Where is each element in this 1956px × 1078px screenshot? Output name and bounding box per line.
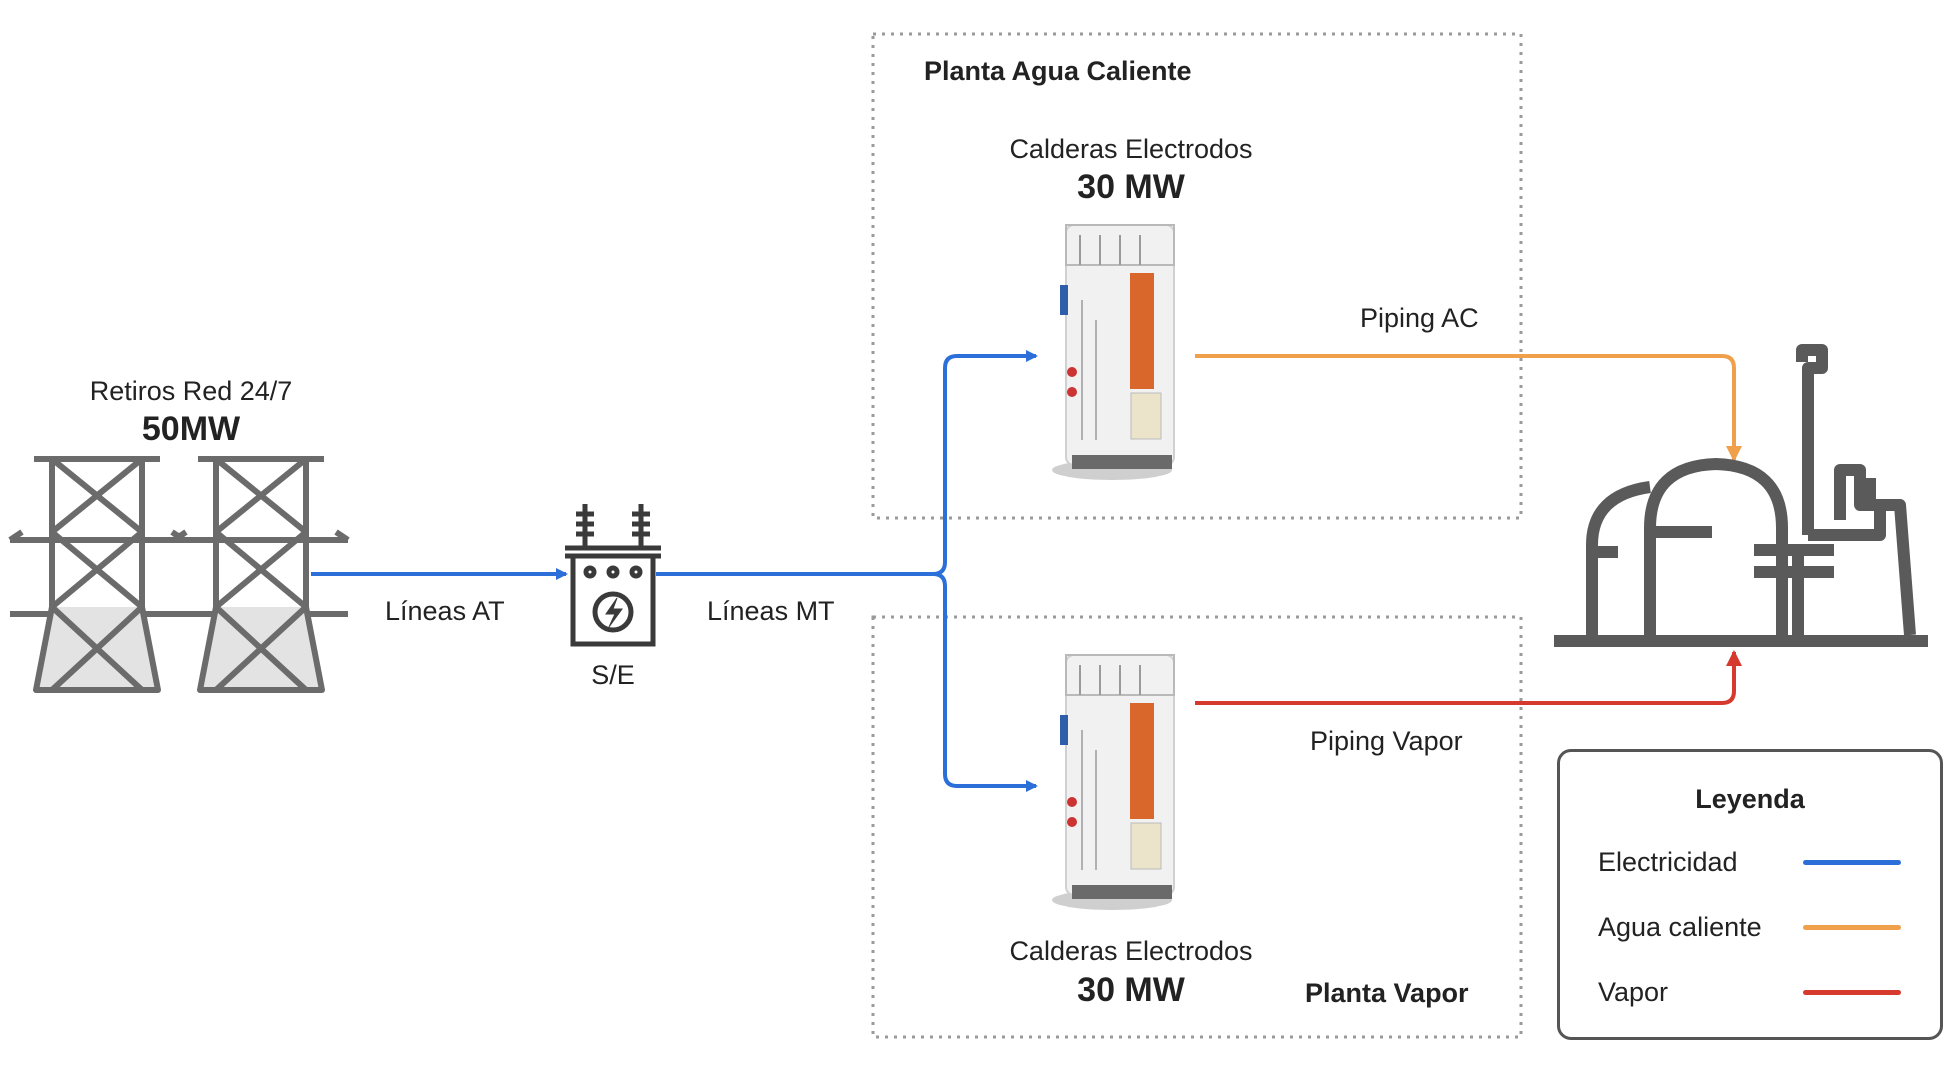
hot-water-plant-title: Planta Agua Caliente xyxy=(924,56,1192,86)
grid-power: 50MW xyxy=(141,410,241,448)
legend-swatch-hot-water xyxy=(1803,925,1901,930)
legend-title: Leyenda xyxy=(1695,784,1805,814)
electrode-boiler-icon xyxy=(1052,654,1175,910)
legend-item-hot-water: Agua caliente xyxy=(1598,912,1762,942)
mt-line-label: Líneas MT xyxy=(707,596,835,626)
hot-water-boiler-power: 30 MW xyxy=(1077,168,1185,206)
mt-line-lower xyxy=(932,572,1038,792)
hot-water-plant-box xyxy=(871,32,1523,520)
at-line-label: Líneas AT xyxy=(385,596,505,626)
legend: Leyenda Electricidad Agua caliente Vapor xyxy=(1557,749,1943,1040)
steam-plant-box xyxy=(871,615,1523,1039)
steam-boiler-power: 30 MW xyxy=(1077,971,1185,1009)
transmission-tower-icon xyxy=(8,456,350,693)
piping-vapor-line xyxy=(1195,650,1742,705)
legend-swatch-steam xyxy=(1803,990,1901,995)
piping-ac-line xyxy=(1195,354,1742,462)
industrial-plant-icon xyxy=(1554,344,1928,647)
grid-title: Retiros Red 24/7 xyxy=(89,376,293,406)
mt-line-upper xyxy=(932,350,1038,576)
legend-item-electricity: Electricidad xyxy=(1598,847,1738,877)
electrode-boiler-icon xyxy=(1052,224,1175,480)
steam-boiler-title: Calderas Electrodos xyxy=(1009,936,1253,966)
hot-water-boiler-title: Calderas Electrodos xyxy=(1009,134,1253,164)
substation-label: S/E xyxy=(591,660,635,690)
transformer-icon xyxy=(565,504,661,647)
legend-item-steam: Vapor xyxy=(1598,977,1669,1007)
piping-vapor-label: Piping Vapor xyxy=(1310,726,1463,756)
legend-swatch-electricity xyxy=(1803,860,1901,865)
piping-ac-label: Piping AC xyxy=(1360,303,1479,333)
steam-plant-title: Planta Vapor xyxy=(1305,978,1469,1008)
